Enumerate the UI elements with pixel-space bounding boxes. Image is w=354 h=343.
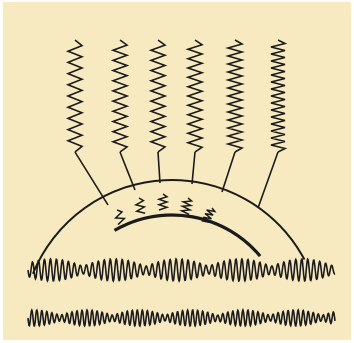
background-panel <box>3 2 351 340</box>
